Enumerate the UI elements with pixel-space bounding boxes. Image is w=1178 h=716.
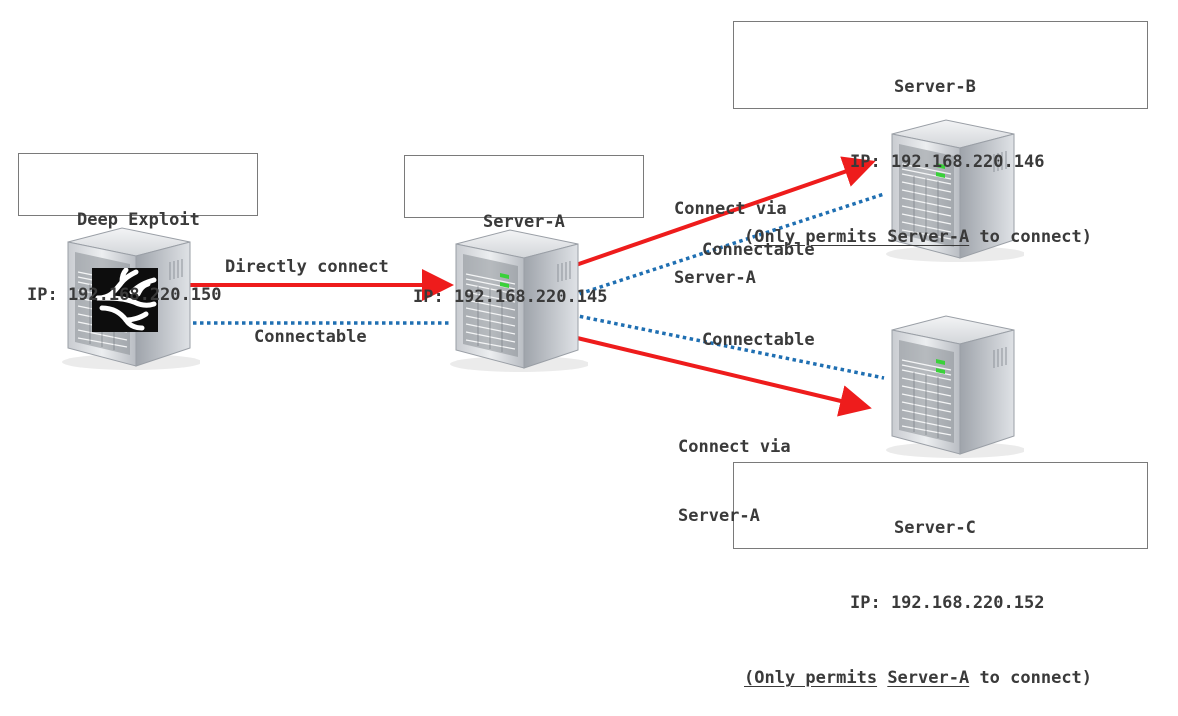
server-c-icon <box>884 308 1027 468</box>
connection-edges <box>186 156 885 417</box>
connect-via-label-b: Connect via Server-A <box>674 199 787 288</box>
deep-exploit-ip: IP: 192.168.220.150 <box>27 285 222 305</box>
server-c-ip: IP: 192.168.220.152 <box>850 593 1045 613</box>
server-a-name: Server-A <box>483 212 565 232</box>
deep-exploit-name: Deep Exploit <box>77 210 200 230</box>
server-a-ip: IP: 192.168.220.145 <box>413 287 608 307</box>
connectable-dotted-line-a-b <box>572 192 885 298</box>
connect-via-arrow-to-b <box>572 156 876 268</box>
directly-connect-label: Directly connect <box>225 257 389 277</box>
server-c-note: (Only permits Server-A to connect) <box>744 668 1093 688</box>
connectable-label-a-c: Connectable <box>702 330 815 350</box>
connect-via-label-c: Connect via Server-A <box>678 437 791 526</box>
branching-tree-logo-icon <box>92 267 158 332</box>
server-b-info-box: Server-B IP: 192.168.220.146 (Only permi… <box>733 21 1148 247</box>
deep-exploit-info-box: Deep Exploit IP: 192.168.220.150 <box>18 153 258 305</box>
connect-via-arrow-to-c <box>572 335 872 417</box>
server-a-info-box: Server-A IP: 192.168.220.145 <box>404 155 644 307</box>
server-b-note: (Only permits Server-A to connect) <box>744 227 1093 247</box>
server-b-ip: IP: 192.168.220.146 <box>850 152 1045 172</box>
connectable-label-de-a: Connectable <box>254 327 367 347</box>
connectable-label-a-b: Connectable <box>702 240 815 260</box>
server-c-info-box: Server-C IP: 192.168.220.152 (Only permi… <box>733 462 1148 688</box>
server-b-name: Server-B <box>894 77 976 97</box>
server-c-name: Server-C <box>894 518 976 538</box>
